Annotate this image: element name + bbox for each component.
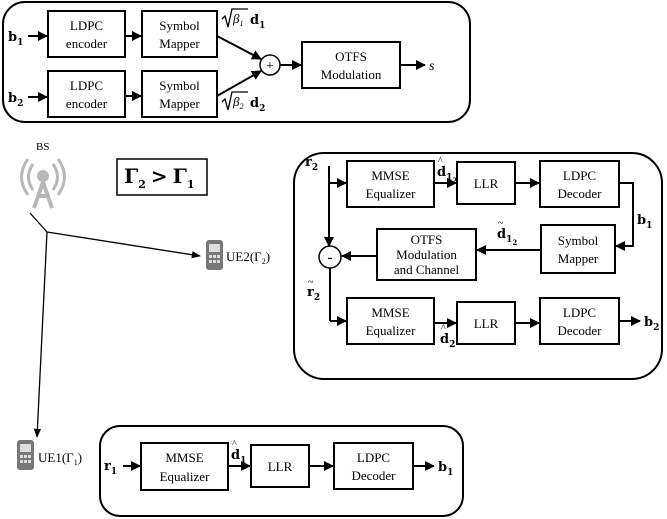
ue1-ldpc-decoder: LDPC Decoder: [333, 442, 414, 490]
svg-text:Symbol: Symbol: [159, 18, 200, 33]
symbol-mapper-1: Symbol Mapper: [141, 10, 218, 58]
svg-text:MMSE: MMSE: [371, 305, 409, 320]
svg-text:Modulation: Modulation: [396, 247, 457, 262]
svg-text:MMSE: MMSE: [165, 450, 203, 465]
svg-text:Symbol: Symbol: [558, 233, 599, 248]
svg-text:~: ~: [308, 277, 314, 288]
svg-text:+: +: [266, 59, 274, 74]
ue2-mmse-equalizer-2: MMSE Equalizer: [346, 297, 435, 345]
svg-text:Mapper: Mapper: [159, 36, 200, 51]
svg-text:d12: d12: [437, 165, 457, 185]
ue1-phone-icon: [17, 440, 34, 470]
ue1-receiver-panel: r1 MMSE Equalizer d1 ^ LLR LDPC Decoder …: [99, 425, 464, 517]
tx-output-s: s: [429, 59, 435, 74]
svg-text:Decoder: Decoder: [557, 186, 602, 201]
svg-text:Mapper: Mapper: [159, 96, 200, 111]
svg-text:and Channel: and Channel: [394, 262, 460, 277]
ue2-phone-icon: [206, 240, 223, 270]
svg-text:Equalizer: Equalizer: [160, 469, 210, 484]
svg-text:LLR: LLR: [474, 176, 499, 191]
svg-text:MMSE: MMSE: [371, 168, 409, 183]
ue2-r2-tilde-label: r2 ~: [307, 277, 320, 303]
svg-text:LLR: LLR: [474, 316, 499, 331]
svg-text:^: ^: [438, 156, 443, 167]
ue2-otfs-modulation-channel: OTFS Modulation and Channel: [376, 228, 477, 281]
svg-text:r2: r2: [307, 285, 320, 303]
transmitter-panel: b1 b2 LDPC encoder LDPC encoder Symbol M…: [2, 1, 471, 123]
ue2-symbol-mapper: Symbol Mapper: [540, 224, 616, 274]
svg-text:Modulation: Modulation: [321, 67, 382, 82]
ue2-ldpc-decoder-2: LDPC Decoder: [539, 297, 620, 345]
ue1-mmse-equalizer: MMSE Equalizer: [140, 442, 229, 491]
summer-node: +: [259, 54, 281, 76]
svg-text:d1: d1: [231, 448, 246, 466]
svg-text:LDPC: LDPC: [563, 305, 596, 320]
symbol-mapper-2: Symbol Mapper: [141, 70, 218, 118]
svg-text:LDPC: LDPC: [70, 18, 103, 33]
svg-text:OTFS: OTFS: [411, 232, 443, 247]
ue2-r2-label: r2: [305, 155, 318, 173]
channel-gain-relation: Γ2>Γ1: [116, 158, 208, 196]
svg-text:Equalizer: Equalizer: [366, 323, 416, 338]
svg-text:LLR: LLR: [268, 459, 293, 474]
ue2-label: UE2(Γ2): [226, 249, 270, 266]
ue2-b2-label: b2: [644, 315, 659, 333]
ue1-r1-label: r1: [104, 459, 117, 477]
svg-text:encoder: encoder: [66, 36, 108, 51]
svg-text:OTFS: OTFS: [335, 49, 367, 64]
svg-text:Γ2>Γ1: Γ2>Γ1: [124, 164, 194, 191]
ue1-llr: LLR: [250, 444, 310, 488]
base-station-icon: BS: [20, 141, 66, 209]
ue2-mmse-equalizer-1: MMSE Equalizer: [346, 160, 435, 208]
svg-text:d12: d12: [497, 227, 517, 247]
svg-text:Decoder: Decoder: [351, 468, 396, 483]
svg-text:encoder: encoder: [66, 96, 108, 111]
sqrt-beta1-d1-label: β1 d1: [221, 8, 265, 31]
ue2-d1-hat-label: d12 ^: [437, 156, 457, 185]
svg-text:LDPC: LDPC: [357, 450, 390, 465]
ue2-llr-1: LLR: [456, 161, 516, 205]
svg-text:d1: d1: [250, 13, 265, 31]
sqrt-beta2-d2-label: β2 d2: [221, 91, 265, 114]
svg-text:Equalizer: Equalizer: [366, 186, 416, 201]
svg-text:Decoder: Decoder: [557, 323, 602, 338]
svg-text:~: ~: [498, 218, 504, 229]
ue2-receiver-panel: r2 MMSE Equalizer d12 ^ LLR LDPC Decoder…: [293, 152, 663, 380]
ldpc-encoder-1: LDPC encoder: [47, 10, 126, 58]
svg-text:^: ^: [441, 323, 446, 334]
svg-text:d2: d2: [250, 96, 265, 114]
ue2-llr-2: LLR: [456, 301, 516, 345]
ue1-d1-hat-label: d1 ^: [231, 439, 246, 466]
svg-text:β1: β1: [232, 11, 243, 28]
svg-text:BS: BS: [36, 141, 49, 153]
svg-text:Symbol: Symbol: [159, 78, 200, 93]
ue1-label: UE1(Γ1): [38, 450, 82, 467]
tx-input-b2: b2: [8, 91, 23, 109]
svg-text:β2: β2: [232, 94, 243, 111]
svg-text:d2: d2: [440, 332, 455, 350]
ue2-ldpc-decoder-1: LDPC Decoder: [539, 160, 620, 208]
svg-text:^: ^: [232, 439, 237, 450]
ue2-b1-label: b1: [637, 213, 652, 231]
ue1-b1-label: b1: [438, 460, 453, 478]
ldpc-encoder-2: LDPC encoder: [47, 70, 126, 118]
ue2-d1-tilde-label: d12 ~: [497, 218, 517, 247]
svg-text:LDPC: LDPC: [70, 78, 103, 93]
svg-text:Mapper: Mapper: [558, 251, 599, 266]
tx-input-b1: b1: [8, 30, 23, 48]
ue2-subtractor-node: -: [318, 245, 342, 269]
svg-text:LDPC: LDPC: [563, 168, 596, 183]
svg-text:-: -: [327, 249, 332, 266]
ue2-d2-hat-label: d2 ^: [440, 323, 455, 350]
otfs-modulation-tx: OTFS Modulation: [301, 41, 401, 89]
